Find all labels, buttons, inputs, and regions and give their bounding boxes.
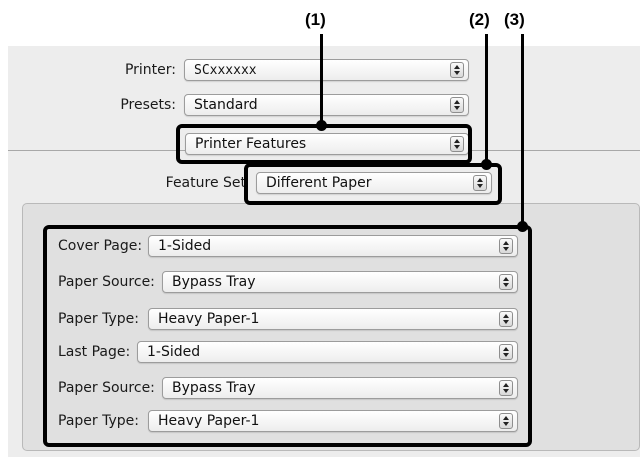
last-page-label: Last Page: — [58, 344, 131, 360]
up-down-arrows-icon — [450, 62, 464, 78]
callout-box-3 — [43, 225, 532, 447]
callout-label-1: (1) — [305, 10, 326, 29]
up-down-arrows-icon — [499, 413, 513, 429]
last-paper-type-label: Paper Type: — [58, 413, 139, 429]
callout-label-2: (2) — [469, 10, 490, 29]
callout-box-2 — [244, 163, 502, 205]
cover-paper-type-value: Heavy Paper-1 — [158, 311, 260, 327]
callout-leader-2 — [485, 34, 488, 164]
up-down-arrows-icon — [499, 238, 513, 254]
printer-value: SCxxxxxx — [194, 63, 257, 78]
cover-paper-source-value: Bypass Tray — [172, 274, 256, 290]
presets-label: Presets: — [120, 97, 176, 113]
cover-page-popup[interactable]: 1-Sided — [148, 235, 518, 257]
feature-set-popup[interactable]: Different Paper — [256, 172, 492, 194]
last-paper-type-popup[interactable]: Heavy Paper-1 — [148, 410, 518, 432]
feature-set-value: Different Paper — [266, 175, 372, 191]
cover-paper-source-label: Paper Source: — [58, 274, 155, 290]
callout-label-3: (3) — [504, 10, 525, 29]
cover-paper-source-popup[interactable]: Bypass Tray — [162, 271, 518, 293]
feature-set-label: Feature Set — [165, 175, 246, 191]
up-down-arrows-icon — [499, 344, 513, 360]
cover-paper-type-label: Paper Type: — [58, 311, 139, 327]
presets-popup[interactable]: Standard — [184, 94, 469, 116]
cover-page-value: 1-Sided — [158, 238, 212, 254]
panel-value: Printer Features — [195, 136, 307, 152]
callout-box-1 — [176, 124, 472, 164]
last-paper-source-value: Bypass Tray — [172, 380, 256, 396]
last-paper-source-label: Paper Source: — [58, 380, 155, 396]
up-down-arrows-icon — [499, 311, 513, 327]
cover-page-label: Cover Page: — [58, 238, 143, 254]
printer-label: Printer: — [124, 62, 176, 78]
last-page-popup[interactable]: 1-Sided — [137, 341, 518, 363]
up-down-arrows-icon — [499, 380, 513, 396]
callout-leader-1 — [320, 34, 323, 126]
printer-popup[interactable]: SCxxxxxx — [184, 59, 469, 81]
up-down-arrows-icon — [450, 136, 464, 152]
last-page-value: 1-Sided — [147, 344, 201, 360]
panel-popup[interactable]: Printer Features — [185, 133, 469, 155]
last-paper-source-popup[interactable]: Bypass Tray — [162, 377, 518, 399]
up-down-arrows-icon — [450, 97, 464, 113]
presets-value: Standard — [194, 97, 258, 113]
up-down-arrows-icon — [473, 175, 487, 191]
last-paper-type-value: Heavy Paper-1 — [158, 413, 260, 429]
up-down-arrows-icon — [499, 274, 513, 290]
callout-leader-3 — [521, 34, 524, 228]
cover-paper-type-popup[interactable]: Heavy Paper-1 — [148, 308, 518, 330]
